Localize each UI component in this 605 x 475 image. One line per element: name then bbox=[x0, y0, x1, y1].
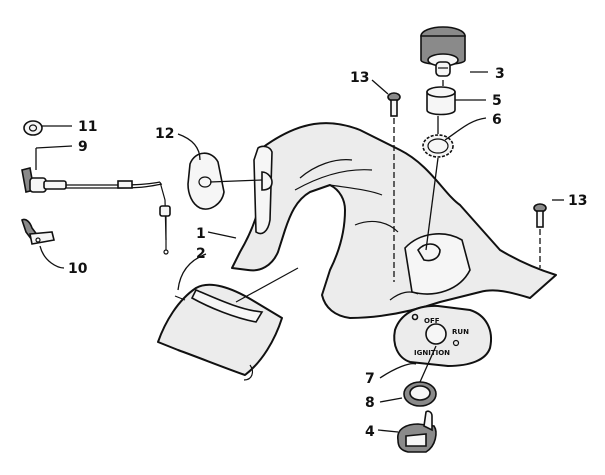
lever-part-10 bbox=[21, 218, 55, 245]
callout-4: 4 bbox=[365, 424, 375, 440]
callout-6: 6 bbox=[492, 112, 502, 128]
screw-right bbox=[533, 203, 547, 228]
callout-1: 1 bbox=[196, 226, 206, 242]
cover-edge-line bbox=[235, 267, 299, 303]
panel-ignition-label: IGNITION bbox=[414, 349, 450, 357]
lower-cover bbox=[157, 283, 283, 381]
callout-5: 5 bbox=[492, 93, 502, 109]
callout-7: 7 bbox=[365, 371, 375, 387]
bezel-nut bbox=[403, 381, 437, 407]
callout-12: 12 bbox=[155, 126, 174, 142]
key-hole bbox=[425, 323, 447, 345]
throttle-cable bbox=[66, 181, 161, 186]
ignition-switch bbox=[420, 26, 466, 77]
ignition-key bbox=[397, 410, 437, 453]
callout-3: 3 bbox=[495, 66, 505, 82]
lock-washer bbox=[422, 134, 454, 158]
switch-lever-part-9 bbox=[21, 167, 67, 193]
panel-run-label: RUN bbox=[452, 328, 469, 336]
switch-nut bbox=[426, 86, 456, 116]
ignition-panel: OFF RUN IGNITION bbox=[393, 304, 492, 367]
cable-to-housing bbox=[209, 179, 263, 183]
callout-13-right: 13 bbox=[568, 193, 587, 209]
callout-13-upper: 13 bbox=[350, 70, 369, 86]
panel-off-label: OFF bbox=[424, 317, 440, 325]
callout-2: 2 bbox=[196, 246, 206, 262]
screw-upper bbox=[387, 92, 401, 117]
callout-10: 10 bbox=[68, 261, 88, 277]
callout-9: 9 bbox=[78, 139, 88, 155]
washer-part-11 bbox=[23, 120, 43, 136]
callout-11: 11 bbox=[78, 119, 97, 135]
callout-8: 8 bbox=[365, 395, 375, 411]
leader-lines bbox=[35, 71, 564, 433]
